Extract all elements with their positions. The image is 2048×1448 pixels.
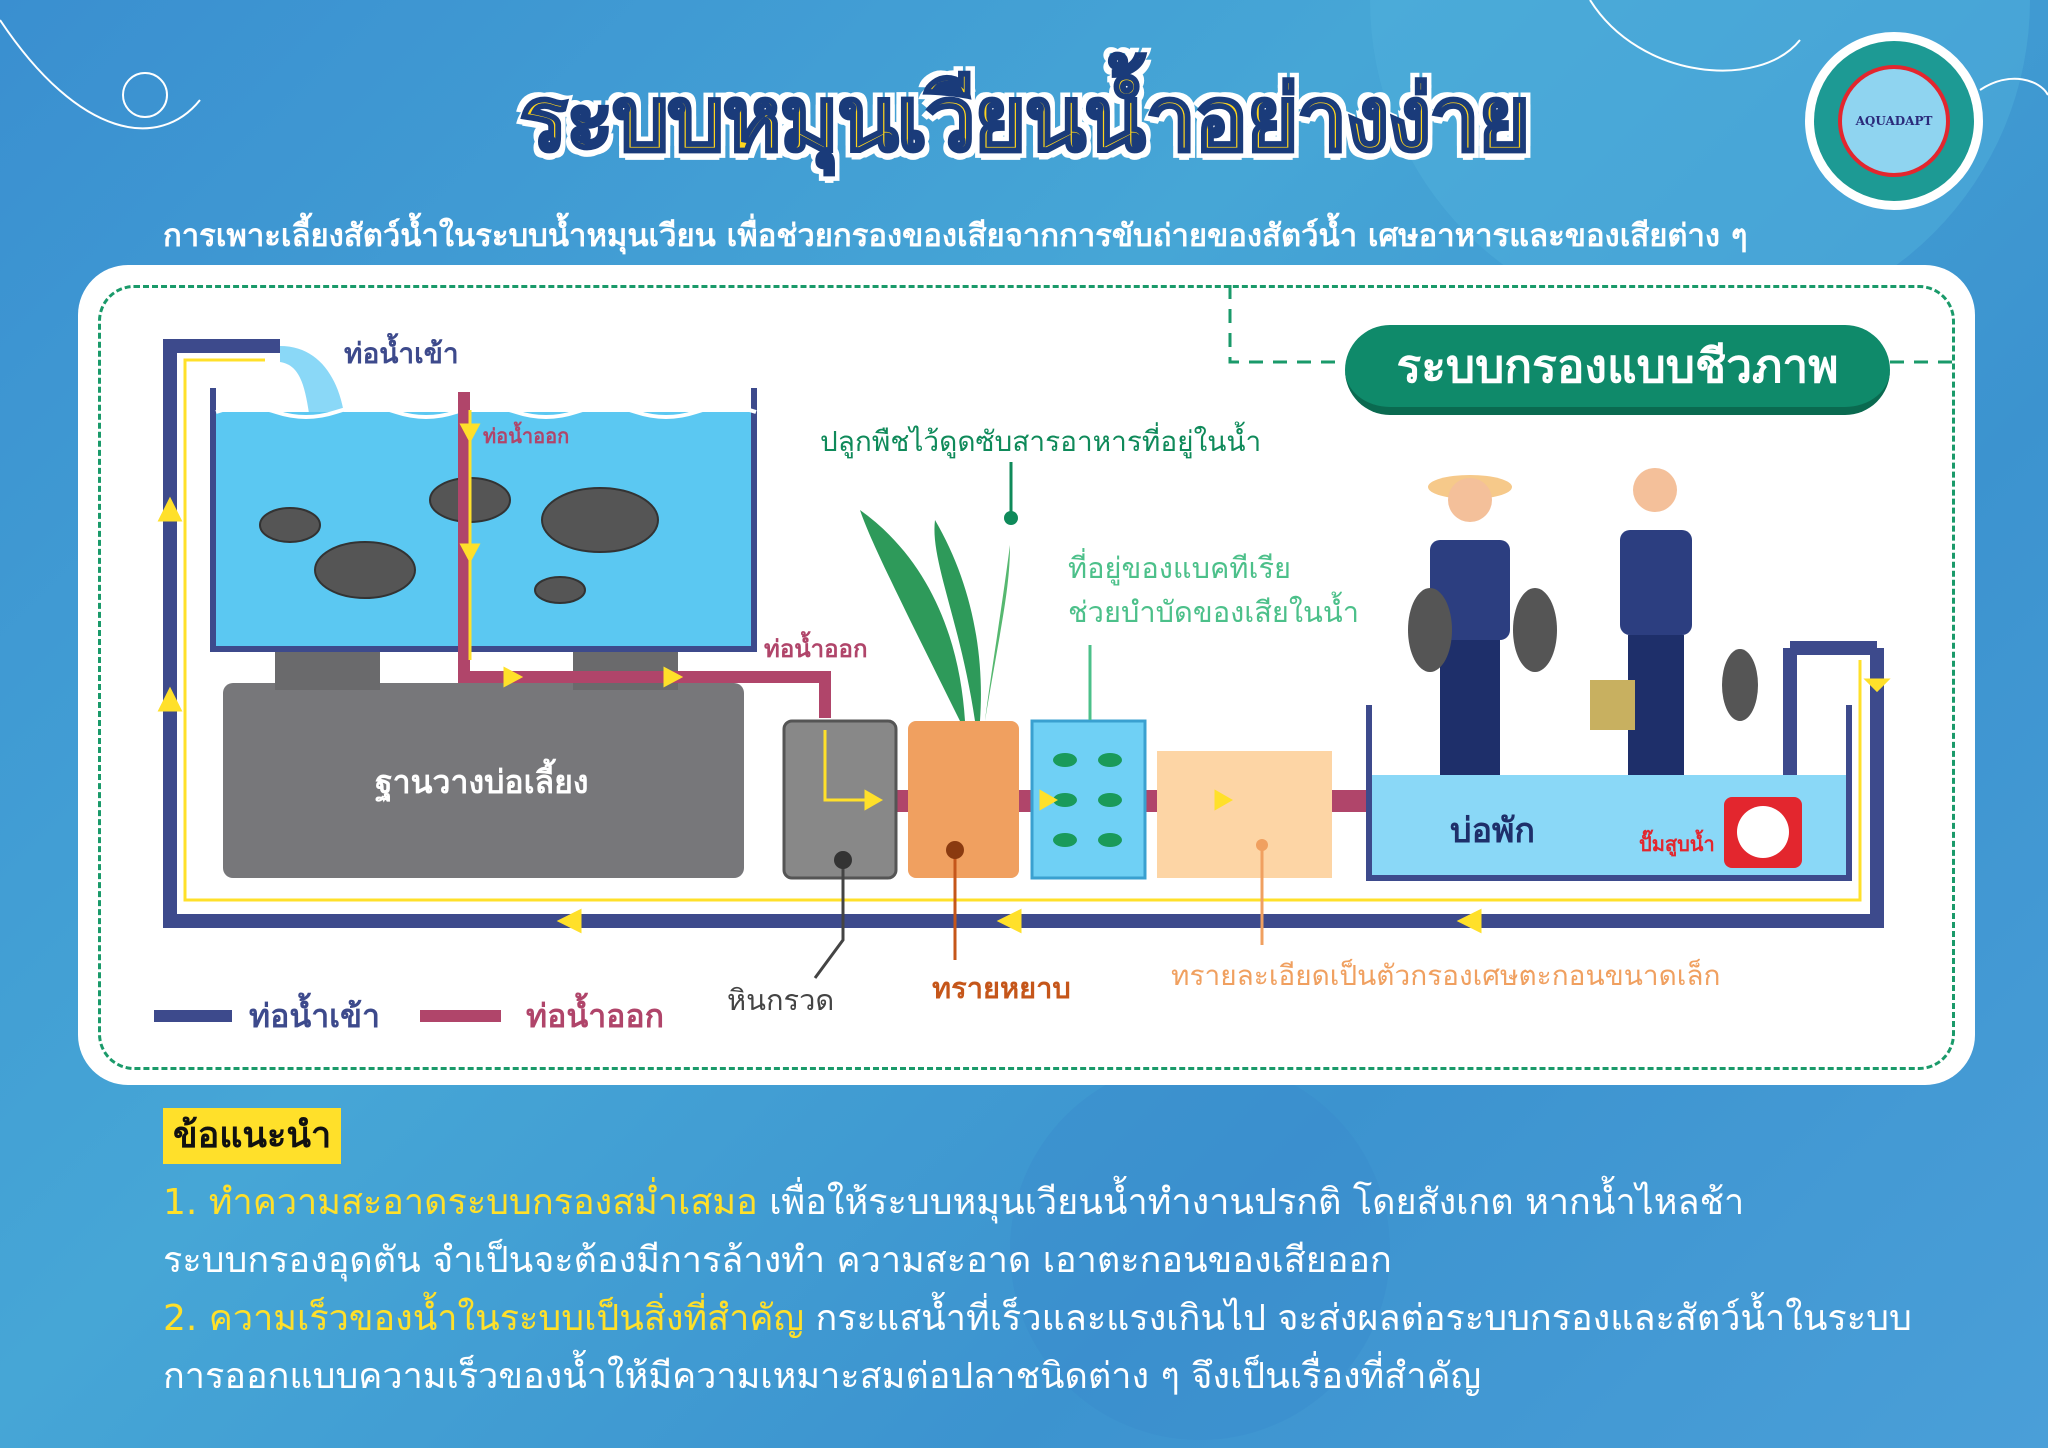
dashed-border <box>98 285 1955 1070</box>
fine-sand-label: ทรายละเอียดเป็นตัวกรองเศษตะกอนขนาดเล็ก <box>1171 959 1721 992</box>
outlet-pipe-label: ท่อน้ำออก <box>764 635 868 663</box>
tank-outlet-label: ท่อน้ำออก <box>483 424 570 448</box>
inlet-pipe-label: ท่อน้ำเข้า <box>344 337 459 370</box>
fine-sand-filter <box>1157 751 1332 878</box>
pill-connector <box>1228 285 1955 364</box>
advice-item-1-highlight: 1. ทำความสะอาดระบบกรองสม่ำเสมอ <box>163 1182 758 1223</box>
aquadapt-logo: AQUADAPT <box>1805 32 1983 210</box>
advice-item-1-cont: ระบบกรองอุดตัน จำเป็นจะต้องมีการล้างทำ ค… <box>163 1240 1392 1281</box>
water-pour <box>280 346 345 420</box>
logo-fish-image: AQUADAPT <box>1838 65 1950 177</box>
advice-item-2-text: กระแสน้ำที่เร็วและแรงเกินไป จะส่งผลต่อระ… <box>804 1298 1912 1339</box>
bacteria-label-2: ช่วยบำบัดของเสียในน้ำ <box>1068 595 1359 629</box>
bacteria-label-1: ที่อยู่ของแบคทีเรีย <box>1068 551 1292 585</box>
legend-outlet-label: ท่อน้ำออก <box>526 997 664 1035</box>
advice-item-1: 1. ทำความสะอาดระบบกรองสม่ำเสมอ เพื่อให้ร… <box>163 1178 1744 1228</box>
advice-item-2-highlight: 2. ความเร็วของน้ำในระบบเป็นสิ่งที่สำคัญ <box>163 1298 805 1339</box>
plants-label: ปลูกพืชไว้ดูดซับสารอาหารที่อยู่ในน้ำ <box>820 425 1262 458</box>
bacteria-media-leaves <box>1053 753 1122 847</box>
coarse-sand-filter <box>908 721 1019 878</box>
legend-inlet-label: ท่อน้ำเข้า <box>249 997 380 1035</box>
advice-item-1-text: เพื่อให้ระบบหมุนเวียนน้ำทำงานปรกติ โดยสั… <box>757 1182 1745 1223</box>
farmers-icon <box>1408 468 1758 775</box>
advice-heading: ข้อแนะนำ <box>163 1108 342 1164</box>
outlet-flow-arrows <box>459 410 684 688</box>
resting-pond <box>1366 705 1852 881</box>
tank-base <box>223 683 744 878</box>
outlet-pipe <box>458 392 831 718</box>
resting-pond-label: บ่อพัก <box>1450 811 1535 851</box>
coarse-sand-label: ทรายหยาบ <box>932 971 1071 1005</box>
gravel-label: หินกรวด <box>727 983 835 1017</box>
inlet-flow-arrows <box>157 358 1891 934</box>
biofilter-label: ระบบกรองแบบชีวภาพ <box>1345 325 1890 415</box>
advice-item-2-cont: การออกแบบความเร็วของน้ำให้มีความเหมาะสมต… <box>163 1356 1482 1397</box>
pump-label: ปั๊มสูบน้ำ <box>1639 832 1715 856</box>
fish-tank <box>210 388 757 652</box>
inlet-pipe <box>163 339 1884 928</box>
subtitle: การเพาะเลี้ยงสัตว์น้ำในระบบน้ำหมุนเวียน … <box>163 218 1748 254</box>
plant-icon <box>860 510 1010 721</box>
page-title: ระบบหมุนเวียนน้ำอย่างง่าย <box>518 66 1532 174</box>
advice-item-2: 2. ความเร็วของน้ำในระบบเป็นสิ่งที่สำคัญ … <box>163 1294 1912 1344</box>
tank-base-label: ฐานวางบ่อเลี้ยง <box>375 763 589 801</box>
